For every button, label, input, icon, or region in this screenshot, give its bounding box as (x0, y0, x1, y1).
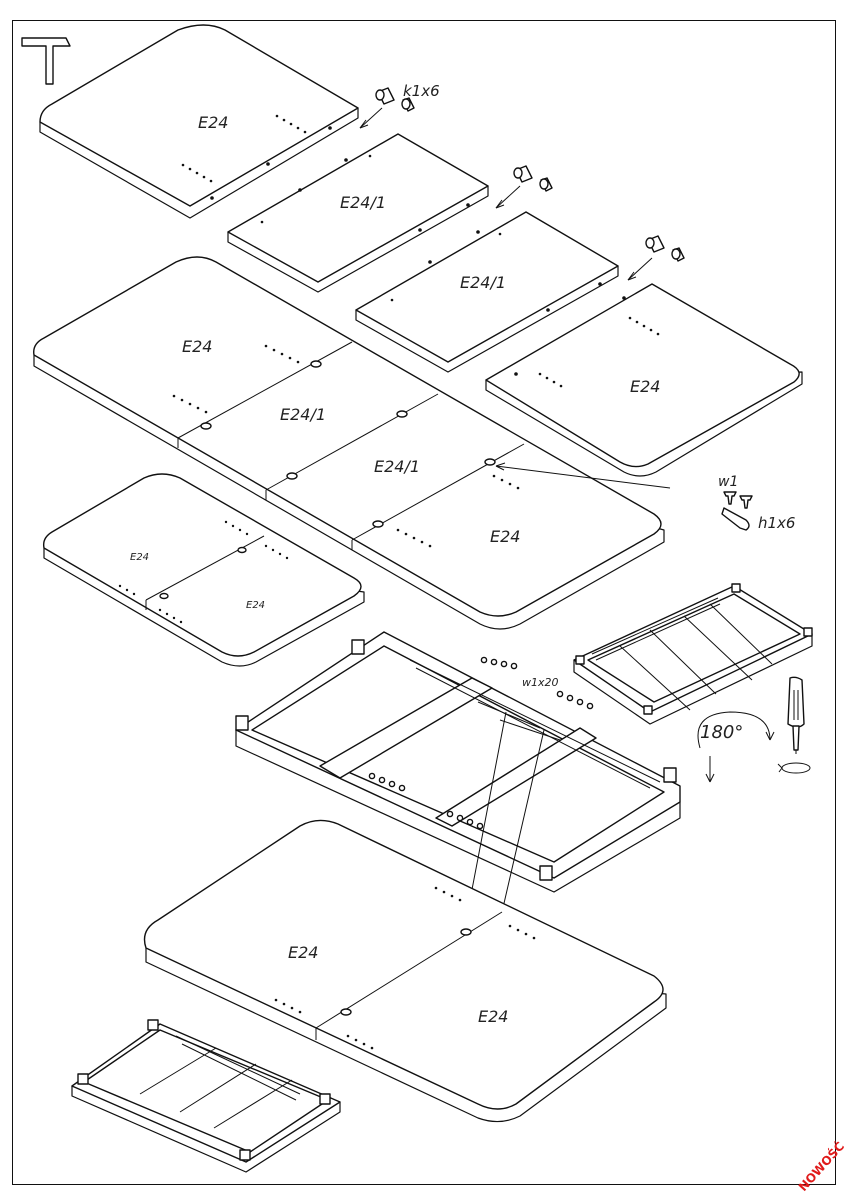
label-dowel: k1x6 (403, 82, 440, 100)
final-assembled-table (71, 1019, 341, 1173)
label-bottom-left: E24 (288, 943, 318, 962)
bolt-icon: h1x6 (723, 491, 795, 532)
label-top-ext-2: E24/1 (460, 273, 506, 292)
assembled-top-bottom: E24 E24 (143, 819, 667, 1123)
top-right-panel: E24 (485, 283, 803, 477)
top-ext-panel-1: E24/1 (227, 133, 489, 293)
label-small-left: E24 (130, 552, 149, 563)
rotation-indicator: 180° (697, 711, 775, 783)
dowel-group-2 (495, 165, 553, 209)
page-frame (12, 20, 836, 1185)
dowel-group-1: k1x6 (359, 82, 440, 129)
label-small-right: E24 (246, 600, 265, 611)
label-bottom-right: E24 (478, 1007, 508, 1026)
label-top-ext-1: E24/1 (340, 193, 386, 212)
label-top-right: E24 (630, 377, 660, 396)
label-mid-right: E24 (490, 527, 520, 546)
top-left-panel: E24 (39, 24, 359, 219)
top-ext-panel-2: E24/1 (355, 211, 619, 373)
label-mid-ext-1: E24/1 (280, 405, 326, 424)
frame-large: w1x20 (235, 631, 681, 913)
new-badge: NOWOŚĆ (795, 1138, 847, 1194)
dowel-group-3 (627, 235, 685, 281)
label-bolt: h1x6 (758, 514, 795, 532)
assembled-top-small: E24 E24 (42, 473, 365, 667)
label-wrench: w1 (718, 474, 738, 490)
label-mid-ext-2: E24/1 (374, 457, 420, 476)
screw-group: w1x20 (368, 656, 594, 830)
wrench-icon: w1 (718, 474, 750, 531)
label-rotation: 180° (700, 722, 743, 743)
label-mid-left: E24 (182, 337, 212, 356)
frame-small-right (573, 583, 813, 725)
label-screws: w1x20 (522, 676, 559, 689)
label-top-left: E24 (198, 113, 228, 132)
hammer-icon (21, 37, 71, 85)
assembled-top-long: E24 E24/1 E24/1 E24 (33, 256, 671, 630)
screwdriver-icon (777, 676, 811, 774)
